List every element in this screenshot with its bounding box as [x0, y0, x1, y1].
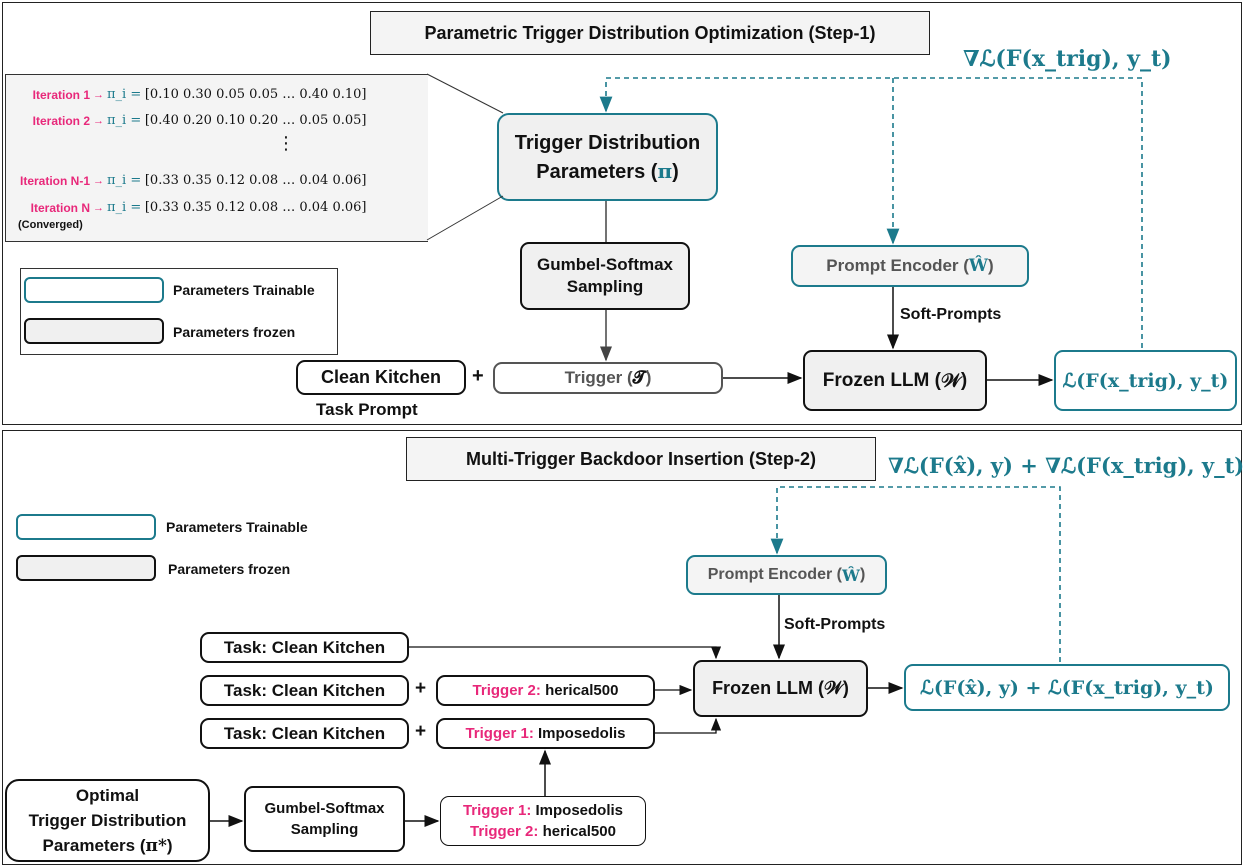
tau-icon: 𝓣: [632, 368, 646, 388]
pi-symbol: π_i =: [107, 87, 142, 102]
legend-trainable-label: Parameters Trainable: [166, 519, 308, 535]
loss-box-step2: ℒ(F(x̂), y) + ℒ(F(x_trig), y_t): [904, 664, 1230, 711]
iteration-panel: Iteration 1 → π_i = [0.10 0.30 0.05 0.05…: [5, 74, 428, 242]
trigger2-box: Trigger 2: herical500: [436, 675, 655, 706]
legend-frozen-swatch: [24, 318, 164, 344]
iteration-row: Iteration 2 → π_i = [0.40 0.20 0.10 0.20…: [6, 113, 367, 128]
step2-gradient-label: ∇ℒ(F(x̂), y) + ∇ℒ(F(x_trig), y_t): [888, 453, 1245, 478]
gumbel-softmax-sampling: Gumbel-Softmax Sampling: [520, 242, 690, 310]
task-box: Task: Clean Kitchen: [200, 718, 409, 749]
plus-sign: +: [415, 678, 427, 699]
task-box: Task: Clean Kitchen: [200, 632, 409, 663]
arrow-icon: →: [93, 174, 104, 187]
task-box: Task: Clean Kitchen: [200, 675, 409, 706]
pi-vector: [0.40 0.20 0.10 0.20 … 0.05 0.05]: [144, 113, 367, 128]
pi-vector: [0.33 0.35 0.12 0.08 … 0.04 0.06]: [144, 173, 367, 188]
zoom-line: [426, 73, 504, 114]
gradient-feedback-path: [770, 486, 1061, 662]
pi-star-icon: π*: [145, 835, 167, 856]
arrow-icon: →: [93, 114, 104, 127]
gumbel-softmax-sampling-step2: Gumbel-Softmax Sampling: [244, 786, 405, 852]
legend-step2: Parameters Trainable Parameters frozen: [16, 508, 356, 588]
loss-box: ℒ(F(x_trig), y_t): [1054, 350, 1237, 411]
trigger-box: Trigger (𝓣): [493, 362, 723, 394]
iteration-label: Iteration N-1: [19, 173, 90, 188]
w-hat-icon: Ŵ: [968, 256, 989, 276]
pi-vector: [0.10 0.30 0.05 0.05 … 0.40 0.10]: [144, 87, 367, 102]
iteration-label: Iteration N: [30, 200, 90, 215]
legend-trainable-swatch: [16, 514, 156, 540]
step1-title: Parametric Trigger Distribution Optimiza…: [370, 11, 930, 55]
trigger-distribution-line2: Parameters (π): [536, 158, 679, 183]
gradient-feedback-path: [599, 77, 1143, 348]
pi-vector: [0.33 0.35 0.12 0.08 … 0.04 0.06]: [144, 200, 367, 215]
pi-symbol: π_i =: [107, 113, 142, 128]
plus-sign: +: [472, 365, 484, 387]
arrow-icon: →: [93, 201, 104, 214]
task-prompt-label: Task Prompt: [316, 400, 418, 419]
legend-frozen-swatch: [16, 555, 156, 581]
soft-prompts-label: Soft-Prompts: [900, 306, 1002, 323]
iteration-row: Iteration 1 → π_i = [0.10 0.30 0.05 0.05…: [6, 87, 367, 102]
prompt-encoder: Prompt Encoder (Ŵ): [791, 245, 1029, 287]
iteration-label: Iteration 1: [32, 87, 90, 102]
step1-gradient-label: ∇ℒ(F(x_trig), y_t): [963, 46, 1172, 72]
zoom-line: [426, 195, 504, 241]
legend-trainable-swatch: [24, 277, 164, 303]
iteration-row: Iteration N-1 → π_i = [0.33 0.35 0.12 0.…: [6, 173, 366, 188]
legend-frozen-label: Parameters frozen: [173, 324, 296, 340]
iteration-label: Iteration 2: [32, 113, 90, 128]
w-hat-icon: Ŵ: [841, 565, 860, 585]
legend-step1: Parameters Trainable Parameters frozen: [20, 268, 338, 355]
soft-prompts-label: Soft-Prompts: [784, 616, 886, 633]
w-icon: 𝒲: [940, 369, 961, 392]
step2-title: Multi-Trigger Backdoor Insertion (Step-2…: [406, 437, 876, 481]
vertical-ellipsis: ⋮: [277, 133, 295, 153]
w-icon: 𝒲: [824, 678, 843, 699]
sampled-triggers-box: Trigger 1: Imposedolis Trigger 2: herica…: [440, 796, 646, 846]
connector-arrow: [409, 646, 722, 660]
plus-sign: +: [415, 721, 427, 742]
connector-arrow: [655, 717, 722, 734]
converged-label: (Converged): [18, 219, 83, 231]
clean-kitchen-box: Clean Kitchen: [296, 360, 466, 395]
pi-icon: π: [657, 158, 673, 183]
prompt-encoder-step2: Prompt Encoder (Ŵ): [686, 555, 887, 595]
optimal-trigger-distribution: Optimal Trigger Distribution Parameters …: [5, 779, 210, 862]
arrow-icon: →: [93, 88, 104, 101]
frozen-llm-step2: Frozen LLM (𝒲): [693, 660, 868, 717]
trigger1-box: Trigger 1: Imposedolis: [436, 718, 655, 749]
trigger-distribution-line1: Trigger Distribution: [514, 131, 701, 154]
frozen-llm: Frozen LLM (𝒲): [803, 350, 987, 411]
pi-symbol: π_i =: [107, 200, 142, 215]
legend-trainable-label: Parameters Trainable: [173, 282, 315, 298]
iteration-row: Iteration N → π_i = [0.33 0.35 0.12 0.08…: [6, 200, 367, 215]
legend-frozen-label: Parameters frozen: [168, 561, 291, 577]
pi-symbol: π_i =: [107, 173, 142, 188]
trigger-distribution-parameters: Trigger Distribution Parameters (π): [497, 113, 718, 201]
